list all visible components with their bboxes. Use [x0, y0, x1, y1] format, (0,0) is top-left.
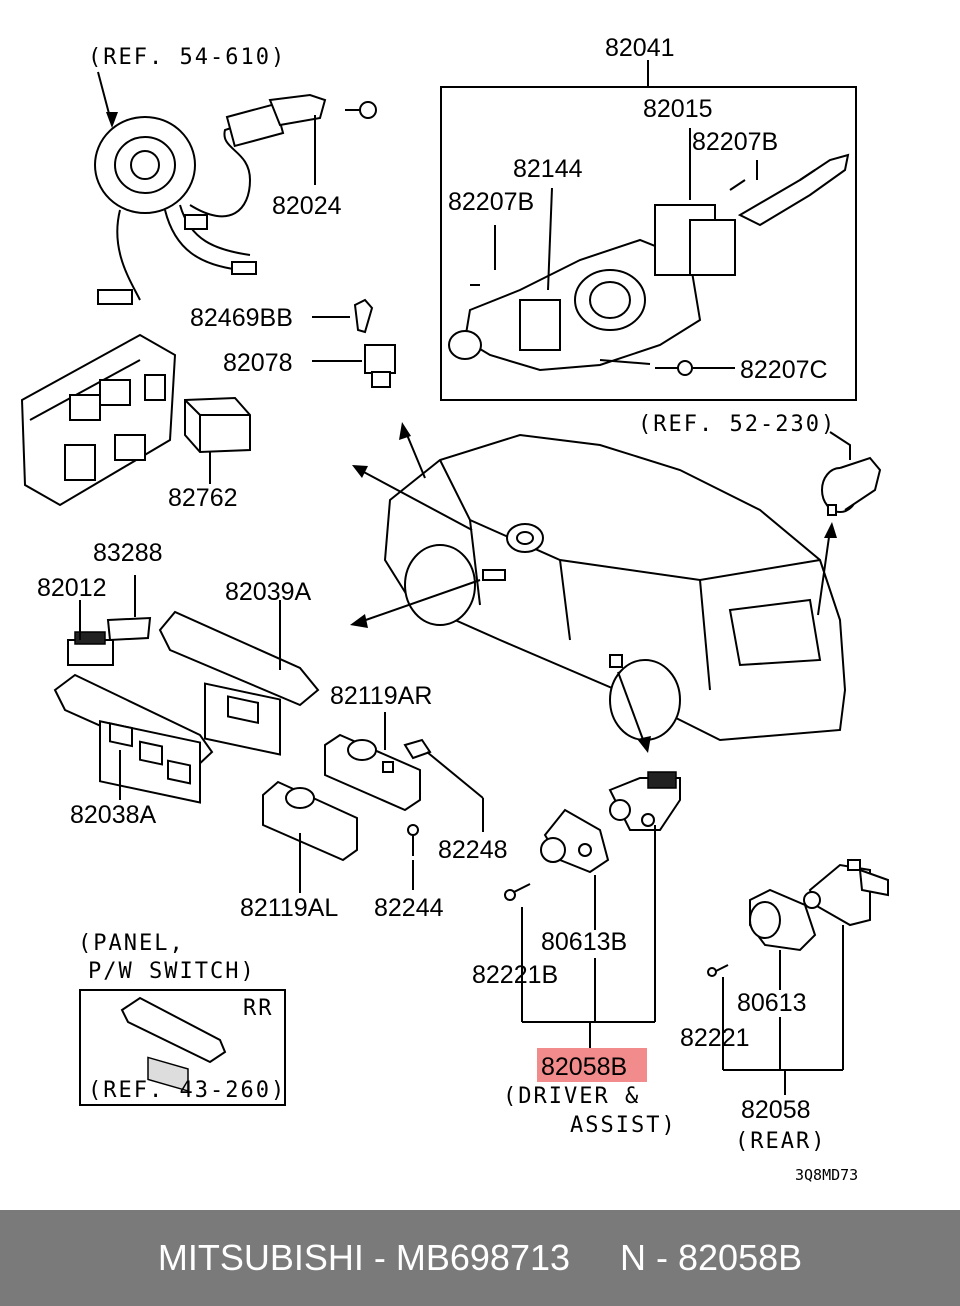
label-82207b-a: 82207B [692, 128, 778, 156]
label-82078: 82078 [223, 349, 293, 377]
footer-bar: MITSUBISHI - MB698713 N - 82058B [0, 1210, 960, 1306]
vehicle-outline [383, 433, 847, 742]
panel-label-line1: (PANEL, [78, 931, 185, 956]
switch-82119ar-part [324, 733, 421, 812]
clip-part [353, 298, 374, 334]
parts-diagram: (REF. 54-610) 82024 82041 82015 82207B 8… [20, 34, 889, 1184]
highlight-82058b [537, 1048, 647, 1082]
label-82058b: 82058B [541, 1053, 627, 1081]
connector-82078-part [364, 344, 396, 388]
label-82041: 82041 [605, 34, 675, 62]
label-82119ar: 82119AR [330, 682, 432, 710]
label-82024: 82024 [272, 192, 342, 220]
label-82469bb: 82469BB [190, 304, 293, 332]
rear-label: (REAR) [735, 1129, 826, 1154]
driver-assist-line2: ASSIST) [570, 1113, 677, 1138]
driver-assist-line1: (DRIVER & [503, 1084, 640, 1109]
label-82058: 82058 [741, 1096, 811, 1124]
label-80613: 80613 [737, 989, 807, 1017]
panel-82039a-part [158, 610, 320, 756]
column-switch-part [448, 153, 850, 372]
clip-82248-part [403, 738, 432, 760]
ref-52-230-label: (REF. 52-230) [638, 412, 836, 437]
relay-part [184, 396, 251, 454]
label-82207b-b: 82207B [448, 188, 534, 216]
footer-brand: MITSUBISHI - MB698713 [157, 1237, 571, 1278]
panel-pw-switch-box [79, 989, 286, 1106]
bezel-83288-part [106, 616, 152, 642]
label-82144: 82144 [513, 155, 583, 183]
door-switch-82058b-part [608, 771, 681, 831]
label-82119al: 82119AL [240, 894, 338, 922]
panel-82038a-part [53, 673, 214, 804]
switch-82119al-part [262, 780, 358, 862]
footer-part-number: N - 82058B [620, 1237, 803, 1278]
junction-block-part [20, 333, 177, 507]
label-82207c: 82207C [740, 356, 828, 384]
label-82221: 82221 [680, 1024, 750, 1052]
ref-54-610-label: (REF. 54-610) [88, 45, 286, 70]
label-80613b: 80613B [541, 928, 627, 956]
diagram-code: 3Q8MD73 [795, 1166, 858, 1184]
label-82012: 82012 [37, 574, 107, 602]
label-82762: 82762 [168, 484, 238, 512]
label-82015: 82015 [643, 95, 713, 123]
switch-82012-part [67, 631, 114, 666]
screw-82221-part [707, 964, 729, 977]
cap-80613b-part [540, 808, 610, 874]
clock-spring-part [94, 93, 327, 305]
panel-label-line2: P/W SWITCH) [88, 959, 256, 984]
label-83288: 83288 [93, 539, 163, 567]
rear-lamp-part [821, 456, 882, 516]
ref-43-260-label: (REF. 43-260) [88, 1078, 286, 1103]
label-82038a: 82038A [70, 801, 157, 829]
label-82039a: 82039A [225, 578, 312, 606]
door-switch-82058-part [803, 859, 889, 927]
cap-80613-part [749, 888, 817, 952]
label-82221b: 82221B [472, 961, 558, 989]
label-82248: 82248 [438, 836, 508, 864]
screw-part [345, 101, 377, 119]
label-82244: 82244 [374, 894, 444, 922]
panel-rr-switch-part [120, 996, 227, 1092]
screw-82244-part [407, 824, 419, 856]
panel-rr-label: RR [243, 996, 274, 1021]
screw-82221b-part [504, 883, 531, 901]
